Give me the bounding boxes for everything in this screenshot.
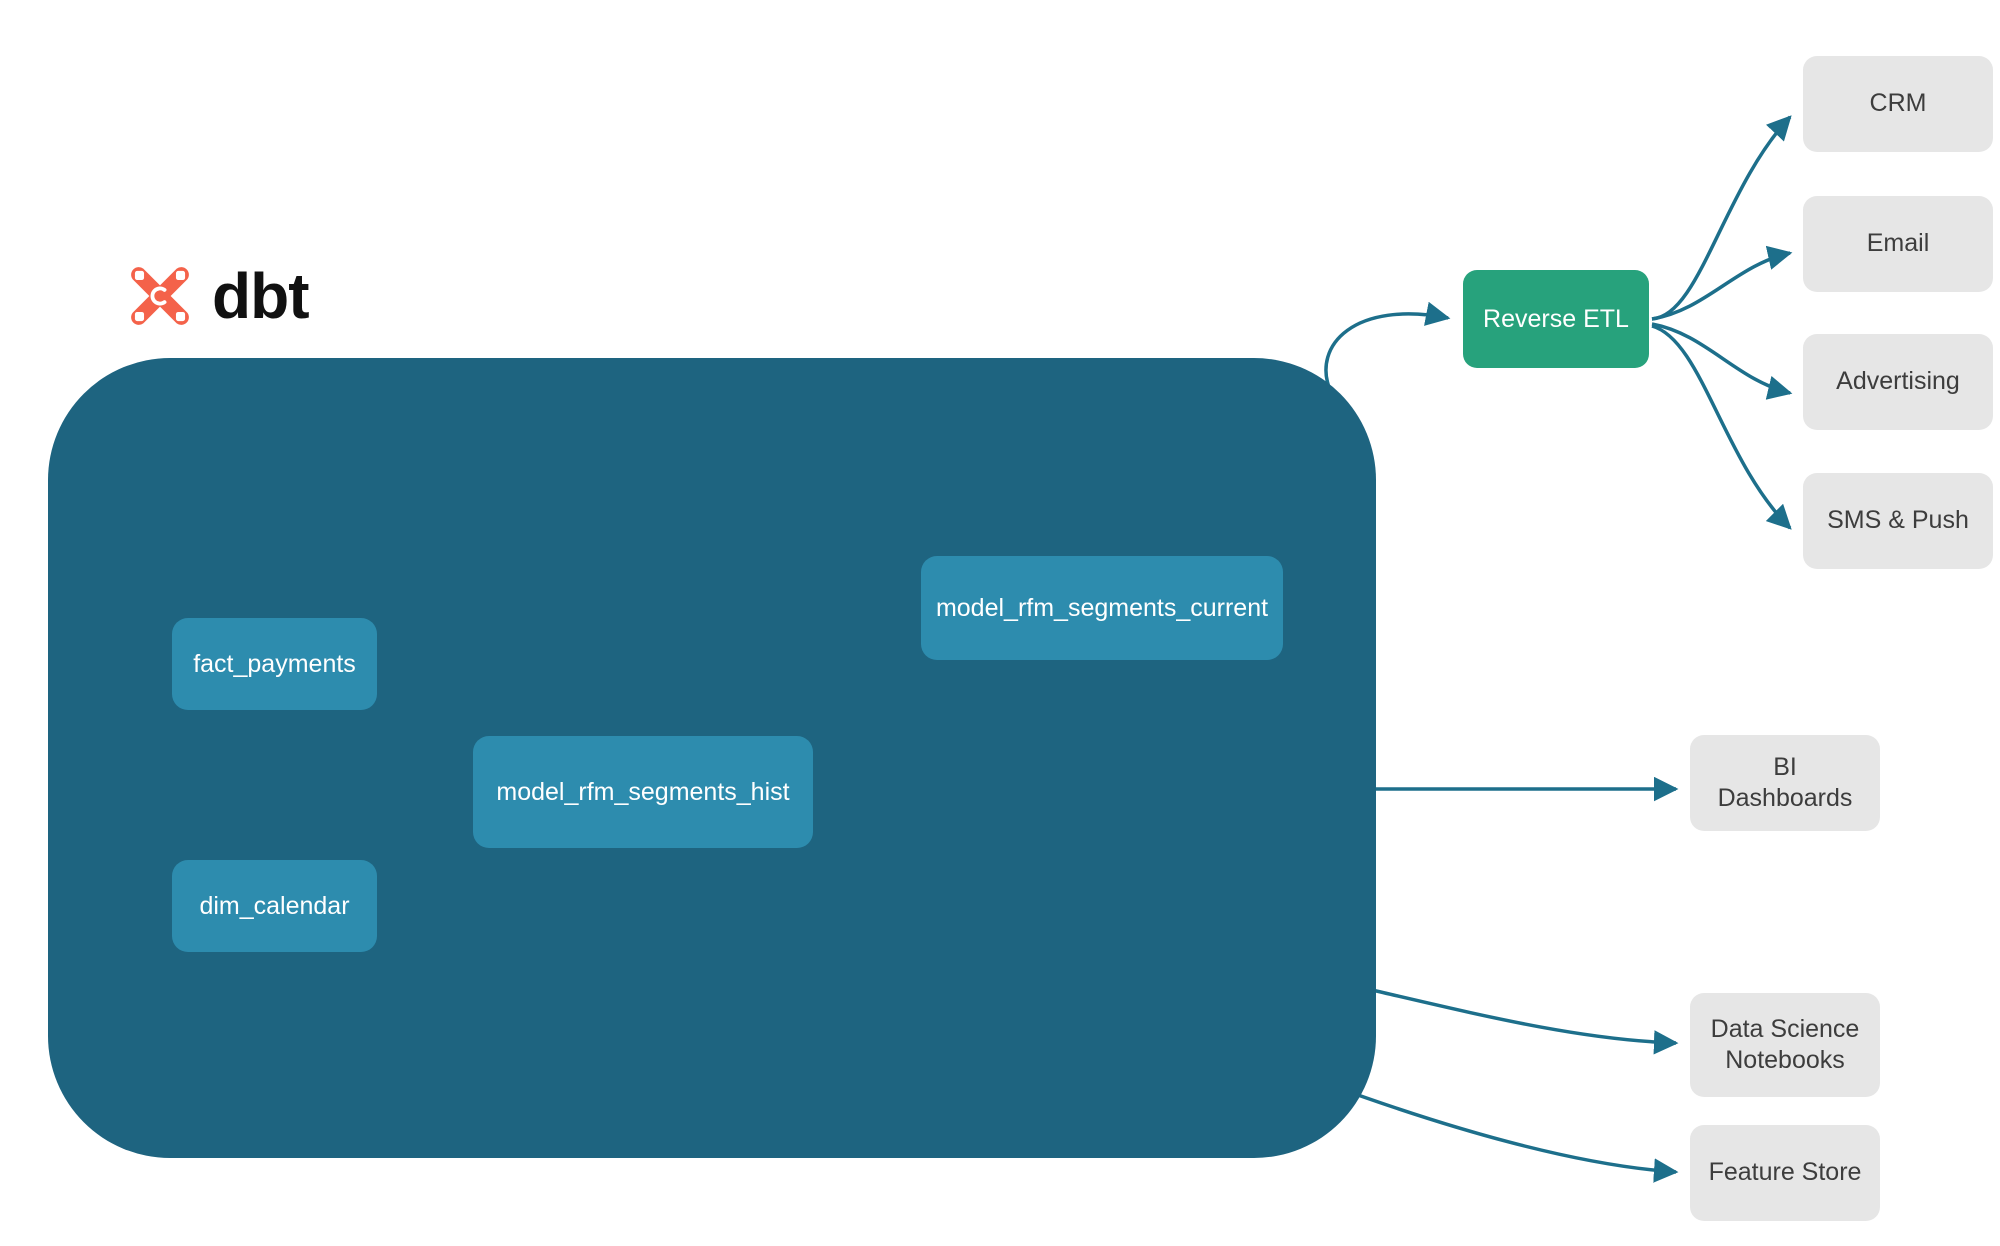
edge-current-to-reverse-etl <box>1324 301 1451 391</box>
dbt-brand-lockup: dbt <box>122 258 309 334</box>
edge-hist-to-feature-store <box>1329 1083 1679 1183</box>
dbt-wordmark: dbt <box>212 260 309 332</box>
destination-node-feature-store[interactable]: Feature Store <box>1690 1125 1880 1221</box>
edge-hist-to-data-science-notebooks <box>1371 988 1679 1055</box>
destination-node-crm[interactable]: CRM <box>1803 56 1993 152</box>
destination-node-email[interactable]: Email <box>1803 196 1993 292</box>
destination-node-sms-push[interactable]: SMS & Push <box>1803 473 1993 569</box>
dbt-logo-icon <box>131 267 189 325</box>
model-node-dim-calendar[interactable]: dim_calendar <box>172 860 377 952</box>
destination-node-bi-dashboards[interactable]: BI Dashboards <box>1690 735 1880 831</box>
model-node-fact-payments[interactable]: fact_payments <box>172 618 377 710</box>
destination-node-advertising[interactable]: Advertising <box>1803 334 1993 430</box>
destination-node-data-science-notebooks[interactable]: Data Science Notebooks <box>1690 993 1880 1097</box>
reverse-etl-node[interactable]: Reverse ETL <box>1463 270 1649 368</box>
edge-reverse-etl-to-crm <box>1651 115 1792 321</box>
edge-reverse-etl-to-email <box>1651 245 1793 321</box>
edge-reverse-etl-to-advertising <box>1651 322 1793 400</box>
model-node-rfm-segments-hist[interactable]: model_rfm_segments_hist <box>473 736 813 848</box>
model-node-rfm-segments-current[interactable]: model_rfm_segments_current <box>921 556 1283 660</box>
edge-reverse-etl-to-sms-push <box>1651 324 1792 530</box>
